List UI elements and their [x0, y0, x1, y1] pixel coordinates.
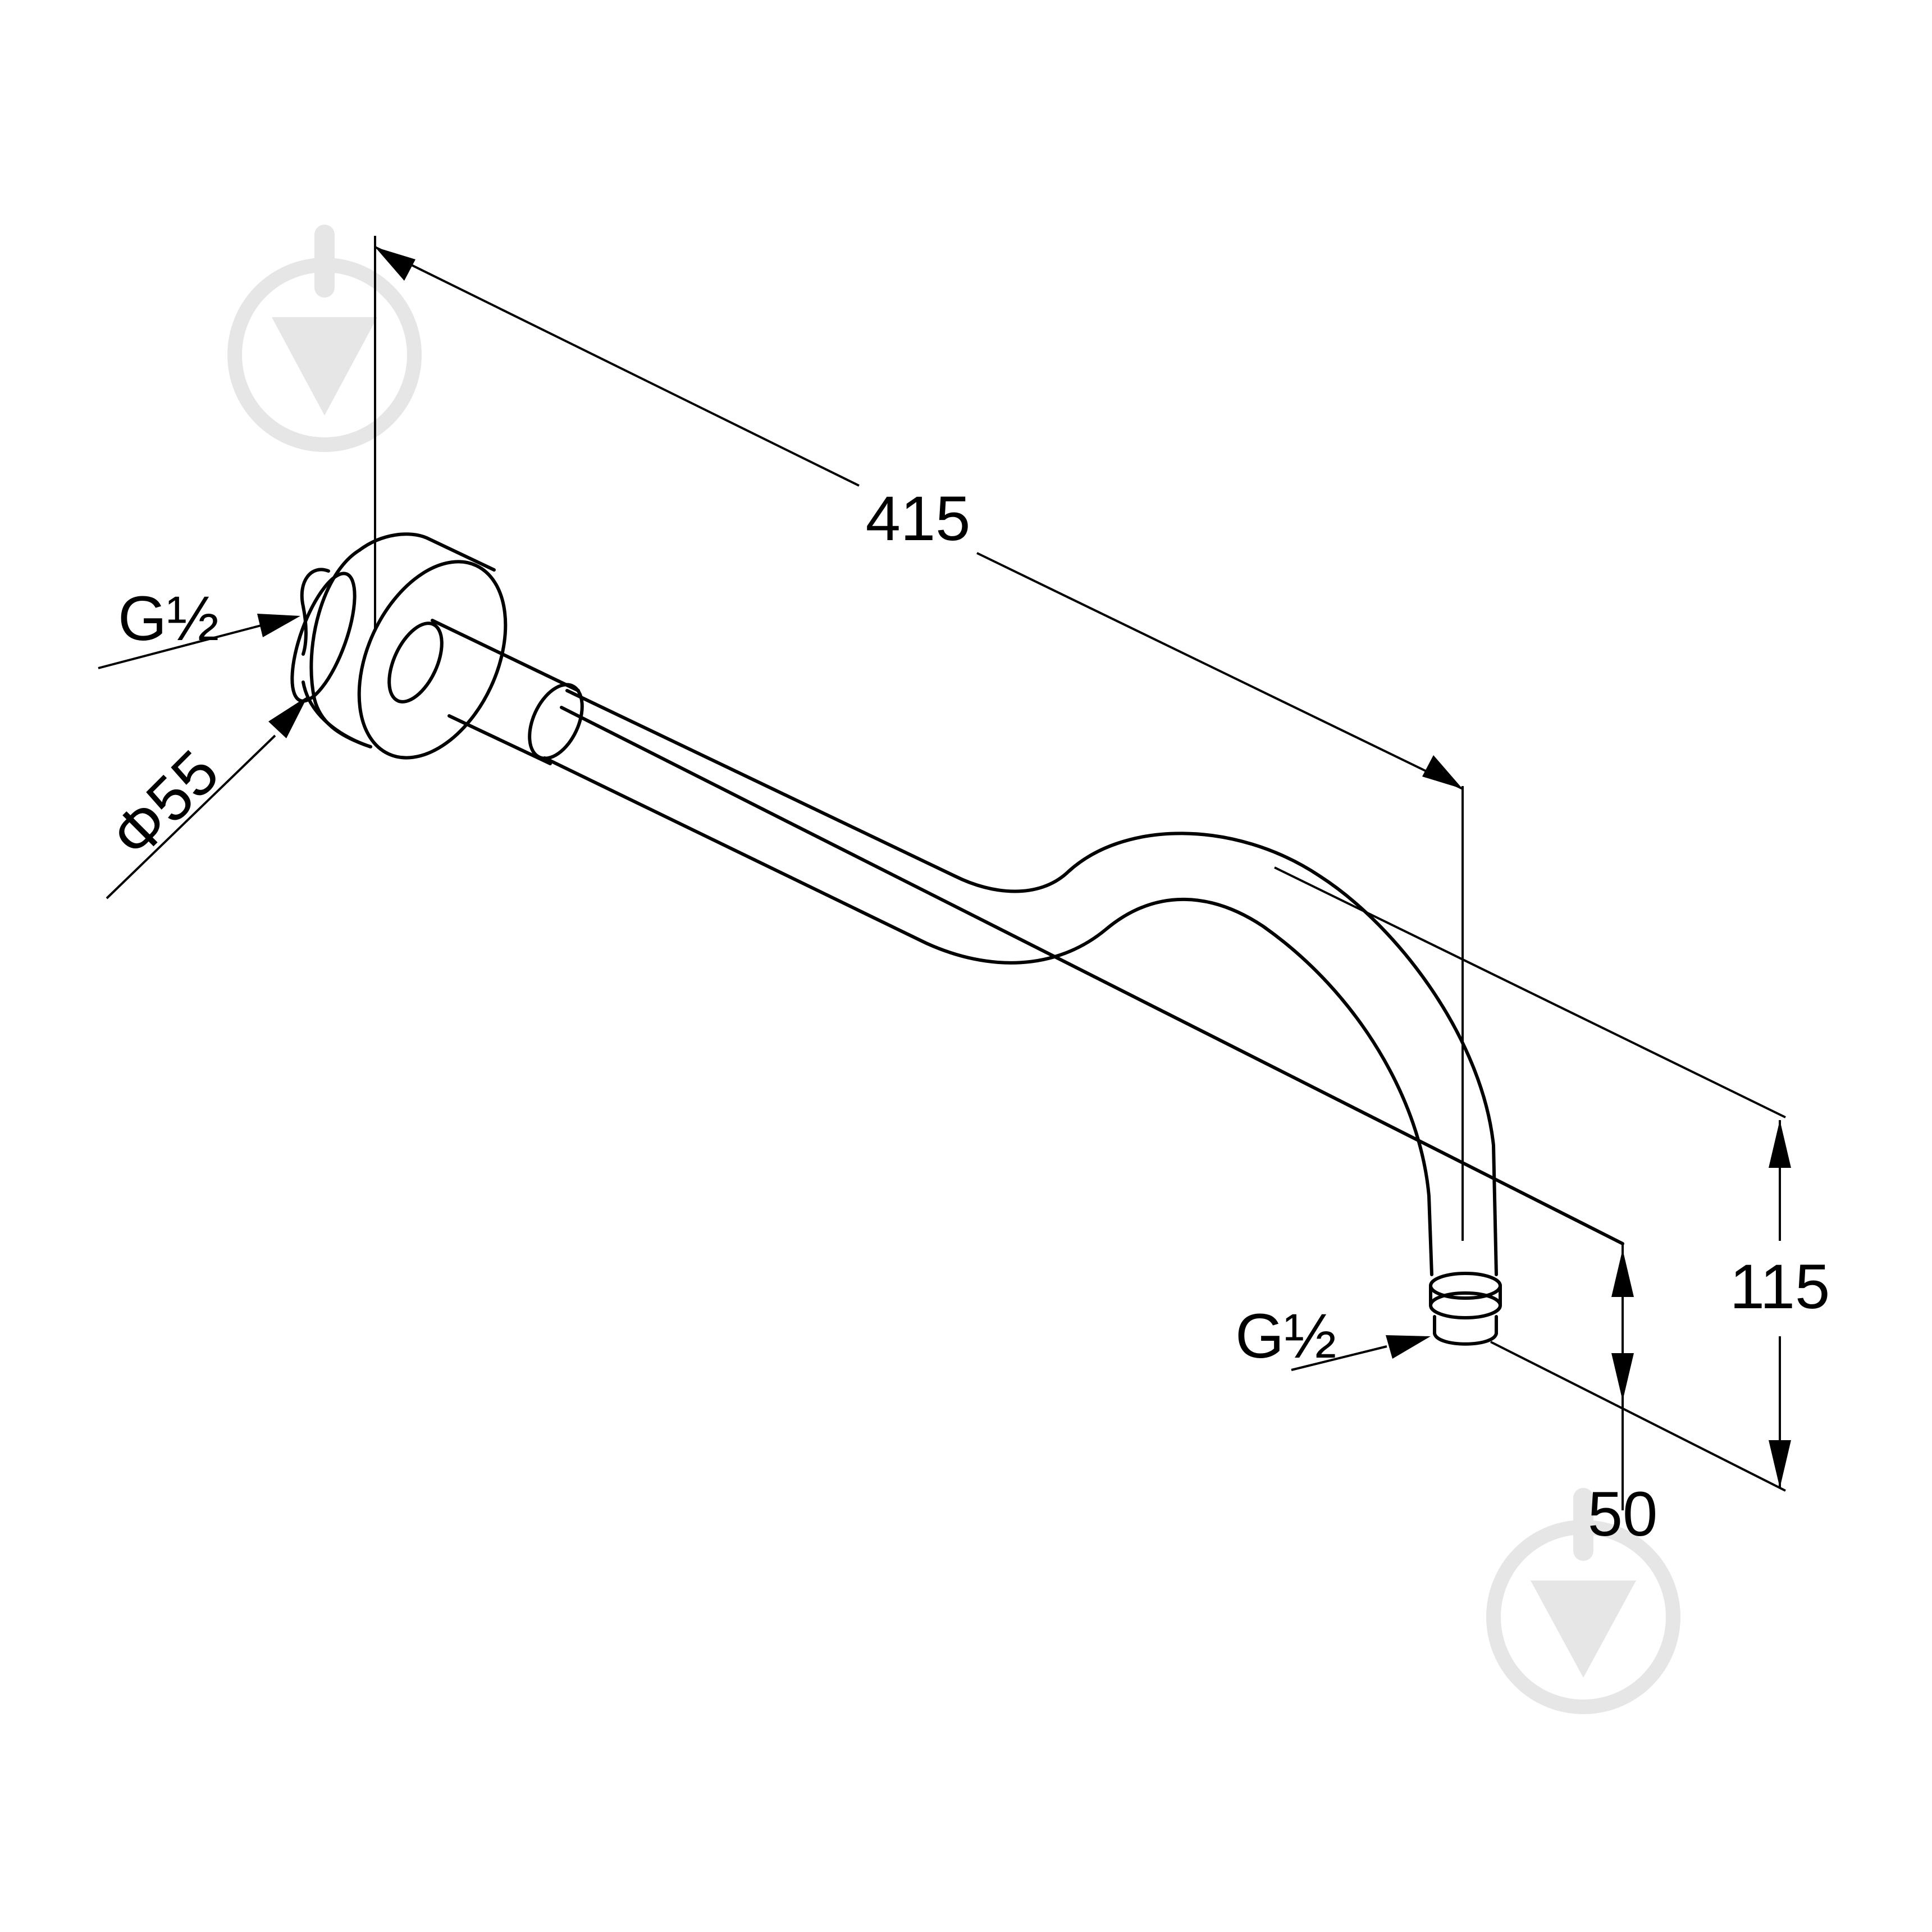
- flange-diameter-label: Φ55: [98, 737, 232, 871]
- outlet-thread-label: G½: [1235, 1301, 1337, 1371]
- dimension-height-label: 115: [1730, 1252, 1830, 1322]
- dimension-outlet-depth-label: 50: [1588, 1479, 1658, 1549]
- callout-outlet-thread: G½: [1235, 1301, 1431, 1371]
- inlet-thread-label: G½: [118, 583, 220, 654]
- watermark-stem: [1573, 1488, 1593, 1561]
- dimension-length: 415: [374, 236, 1464, 1241]
- watermark-logo-top: [227, 225, 422, 452]
- outlet-nipple: [1429, 1272, 1502, 1346]
- shower-arm: [431, 619, 1624, 1276]
- dimension-outlet-depth: 50: [1588, 1244, 1658, 1549]
- droplet-arrow-icon: [1531, 1581, 1636, 1678]
- droplet-arrow-icon: [272, 317, 377, 415]
- dimension-length-label: 415: [866, 483, 971, 554]
- dimension-height: 115: [1274, 866, 1830, 1492]
- wall-flange: [290, 532, 508, 760]
- callout-inlet-thread: G½: [98, 583, 300, 669]
- watermark-logo-bottom: [1486, 1488, 1680, 1714]
- watermark-stem: [314, 225, 335, 298]
- callout-flange-diameter: Φ55: [98, 696, 308, 899]
